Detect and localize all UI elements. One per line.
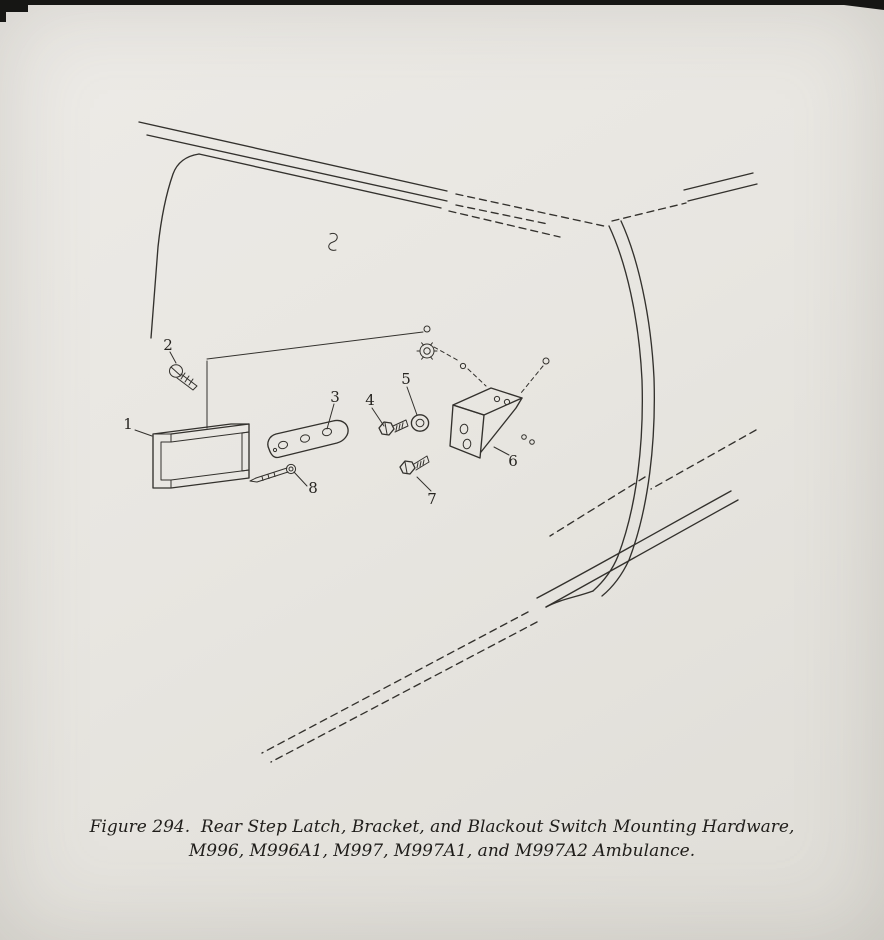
callout-number-5: 5 [401, 370, 411, 388]
part-5-washer [410, 414, 430, 432]
callout-number-8: 8 [308, 479, 318, 497]
part-3-latch-plate [267, 419, 349, 459]
part-1-channel-bracket [152, 423, 250, 489]
figure-caption-line-1: Figure 294. Rear Step Latch, Bracket, an… [89, 817, 795, 837]
callout-number-4: 4 [365, 391, 375, 409]
part-7-bolt [399, 455, 430, 475]
assembly-projection-lines [206, 331, 544, 429]
callout-number-7: 7 [427, 490, 437, 508]
callout-number-2: 2 [163, 336, 173, 354]
floating-washers-and-nuts [416, 325, 550, 445]
part-4-bolt [378, 419, 409, 436]
callout-number-6: 6 [508, 452, 518, 470]
part-6-switch-bracket [449, 387, 523, 459]
callout-leader-lines [134, 351, 510, 492]
callout-number-3: 3 [330, 388, 340, 406]
callout-number-1: 1 [123, 415, 133, 433]
vehicle-body-outline [138, 121, 758, 763]
scan-edge-artifacts [0, 0, 884, 22]
part-8-pin-screw [249, 463, 297, 483]
part-2-screw [169, 364, 198, 391]
figure-caption: Figure 294. Rear Step Latch, Bracket, an… [0, 816, 884, 864]
figure-caption-line-2: M996, M996A1, M997, M997A1, and M997A2 A… [188, 840, 696, 861]
